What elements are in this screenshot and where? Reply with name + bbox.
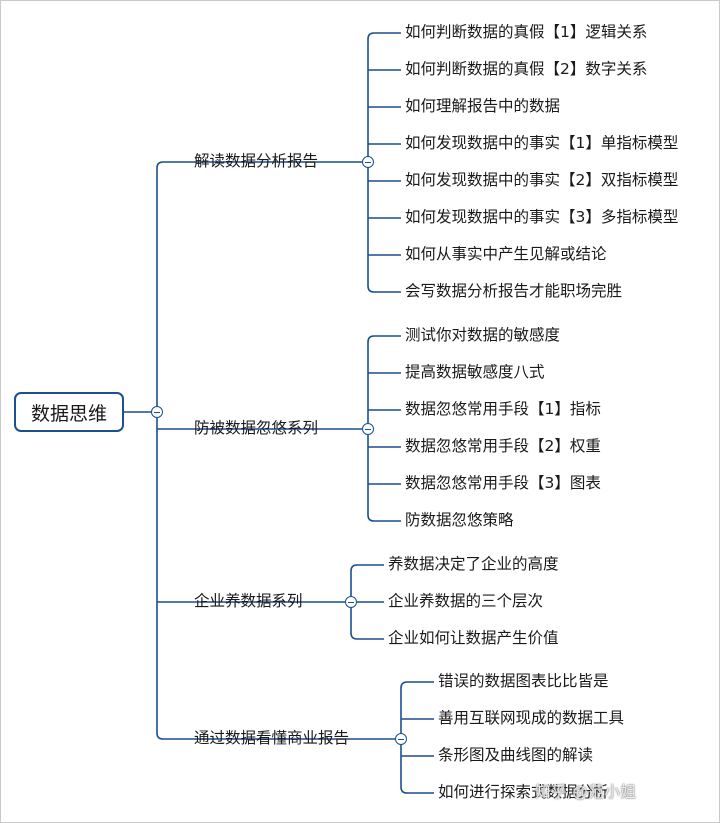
leaf-connector: [367, 32, 401, 40]
branch-connector: [156, 161, 336, 169]
collapse-toggle-icon[interactable]: [362, 423, 374, 435]
leaf-node[interactable]: 善用互联网现成的数据工具: [438, 709, 625, 727]
leaf-node[interactable]: 企业养数据的三个层次: [388, 592, 544, 610]
leaf-node[interactable]: 如何理解报告中的数据: [405, 97, 561, 115]
leaf-node[interactable]: 如何从事实中产生见解或结论: [405, 245, 607, 263]
leaf-connector: [367, 285, 401, 293]
leaf-node[interactable]: 数据忽悠常用手段【2】权重: [405, 437, 601, 455]
leaf-node[interactable]: 提高数据敏感度八式: [405, 363, 545, 381]
leaf-connector: [350, 564, 384, 572]
leaf-node[interactable]: 如何进行探索式数据分析: [438, 783, 609, 801]
leaf-node[interactable]: 测试你对数据的敏感度: [405, 326, 561, 344]
collapse-toggle-icon[interactable]: [395, 733, 407, 745]
leaf-node[interactable]: 会写数据分析报告才能职场完胜: [405, 282, 623, 300]
leaf-connector: [367, 335, 401, 343]
root-label: 数据思维: [30, 402, 107, 425]
branch-node[interactable]: 企业养数据系列: [194, 592, 303, 610]
leaf-node[interactable]: 养数据决定了企业的高度: [388, 555, 559, 573]
leaf-node[interactable]: 数据忽悠常用手段【3】图表: [405, 474, 601, 492]
leaf-node[interactable]: 条形图及曲线图的解读: [438, 746, 594, 764]
leaf-node[interactable]: 企业如何让数据产生价值: [388, 629, 559, 647]
root-node[interactable]: 数据思维: [14, 392, 124, 432]
leaf-connector: [400, 681, 434, 689]
leaf-connector: [350, 632, 384, 640]
leaf-node[interactable]: 数据忽悠常用手段【1】指标: [405, 400, 601, 418]
collapse-toggle-icon[interactable]: [362, 156, 374, 168]
leaf-node[interactable]: 错误的数据图表比比皆是: [438, 672, 609, 690]
collapse-toggle-icon[interactable]: [151, 406, 163, 418]
branch-node[interactable]: 通过数据看懂商业报告: [194, 729, 350, 747]
leaf-node[interactable]: 如何发现数据中的事实【2】双指标模型: [405, 171, 679, 189]
leaf-node[interactable]: 防数据忽悠策略: [405, 511, 514, 529]
leaf-connector: [400, 786, 434, 794]
leaf-connector: [367, 514, 401, 522]
leaf-node[interactable]: 如何发现数据中的事实【1】单指标模型: [405, 134, 679, 152]
leaf-node[interactable]: 如何判断数据的真假【1】逻辑关系: [405, 23, 648, 41]
leaf-node[interactable]: 如何发现数据中的事实【3】多指标模型: [405, 208, 679, 226]
watermark: 知乎 @范小姐: [535, 783, 637, 801]
branch-node[interactable]: 解读数据分析报告: [194, 152, 319, 170]
branch-node[interactable]: 防被数据忽悠系列: [194, 419, 319, 437]
collapse-toggle-icon[interactable]: [345, 596, 357, 608]
leaf-node[interactable]: 如何判断数据的真假【2】数字关系: [405, 60, 648, 78]
branch-connector: [156, 732, 366, 740]
